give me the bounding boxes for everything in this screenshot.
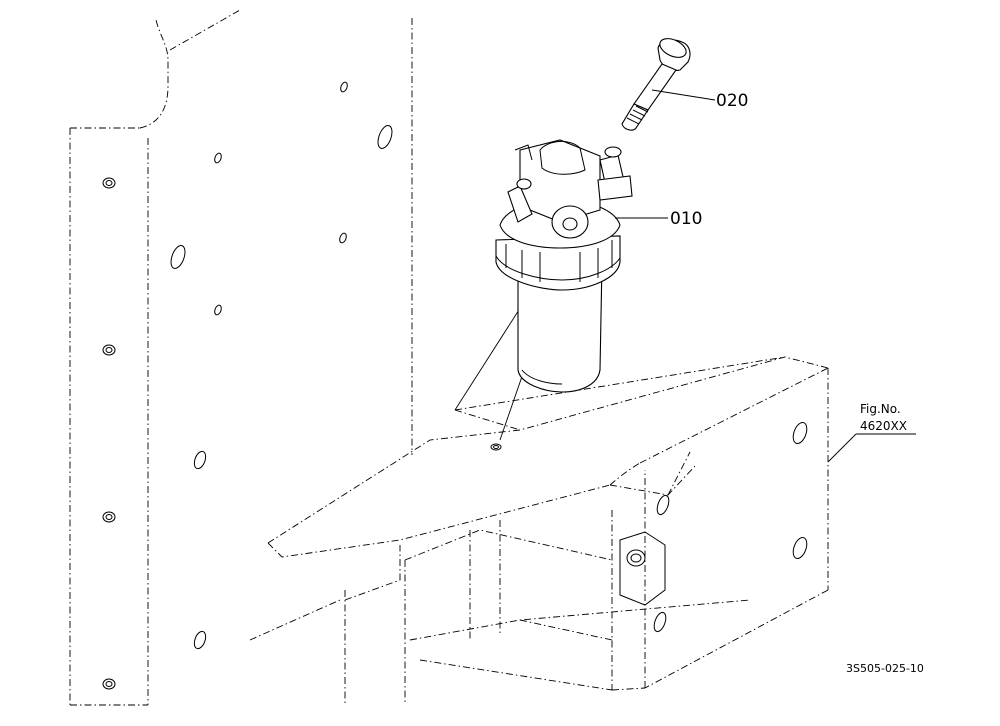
part-number-020: 020 — [716, 91, 748, 111]
part-number-010: 010 — [670, 209, 702, 229]
bolt-020 — [621, 38, 691, 131]
fuel-filter-010 — [495, 139, 633, 393]
mounting-bracket — [267, 356, 829, 691]
fig-no-value: 4620XX — [860, 419, 907, 433]
callout-010: 010 — [615, 209, 702, 229]
figure-reference: Fig.No. 4620XX — [827, 402, 916, 463]
callout-020: 020 — [651, 89, 748, 111]
drawing-code: 3S505-025-10 — [846, 662, 924, 675]
frame-panel — [69, 9, 413, 706]
fig-no-label: Fig.No. — [860, 402, 901, 416]
